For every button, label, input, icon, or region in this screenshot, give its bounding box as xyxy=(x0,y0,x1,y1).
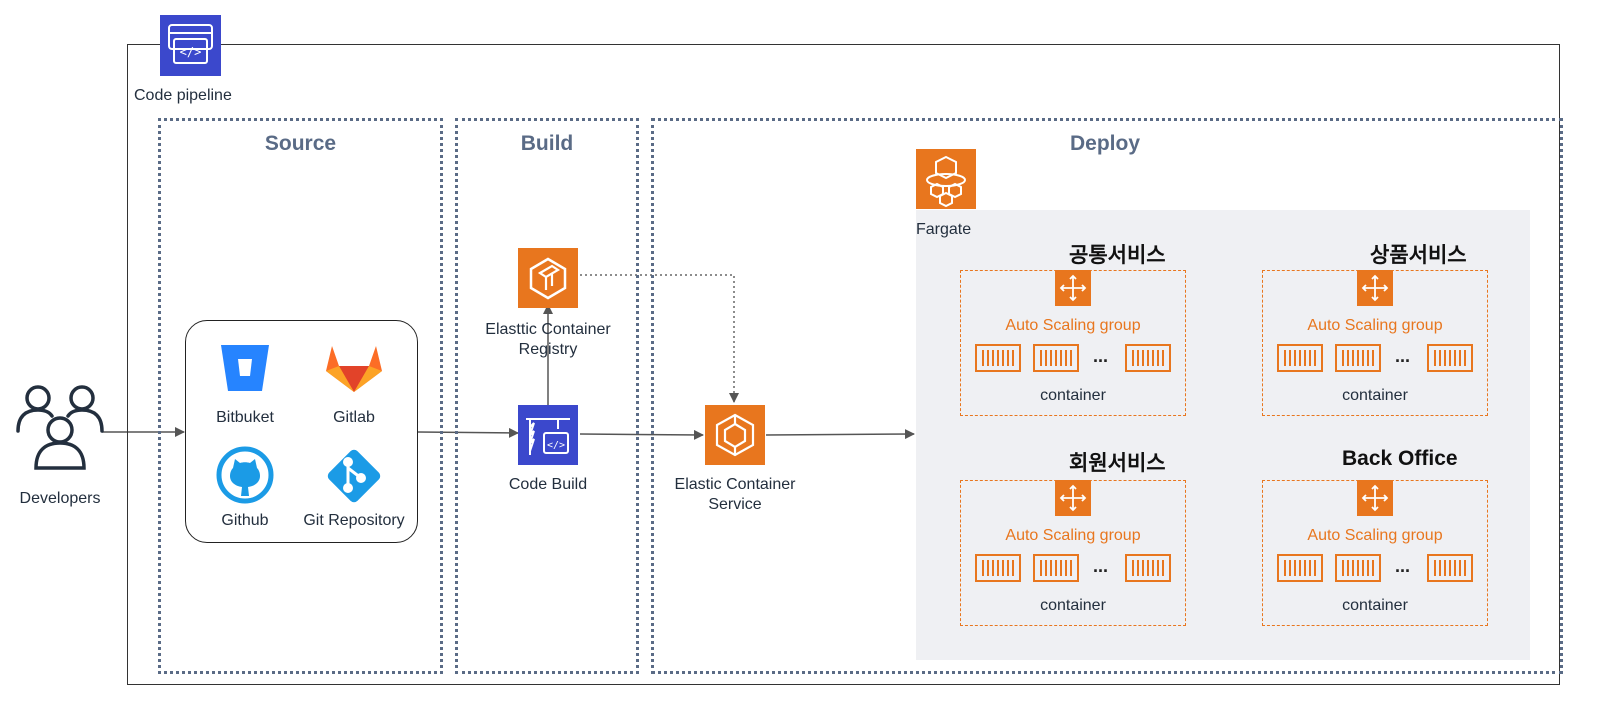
codebuild-label: Code Build xyxy=(508,476,588,493)
container-icon xyxy=(1033,344,1079,372)
deploy-stage-title: Deploy xyxy=(1069,132,1140,155)
developers-icon xyxy=(14,382,106,478)
more-containers-dots: ... xyxy=(1395,556,1411,576)
container-label: container xyxy=(1342,597,1408,614)
git-repository-label: Git Repository xyxy=(303,512,405,529)
ecs-label-line1: Elastic Container xyxy=(674,476,796,493)
source-stage xyxy=(158,118,443,674)
code-pipeline-label: Code pipeline xyxy=(134,87,232,104)
ecr-label-line2: Registry xyxy=(518,341,578,358)
deploy-stage xyxy=(651,118,1563,674)
build-stage-title: Build xyxy=(520,132,574,155)
auto-scaling-icon xyxy=(1055,480,1091,516)
code-pipeline-frame xyxy=(127,44,1560,685)
codebuild-to-ecs-arrow xyxy=(579,429,704,440)
asg-label: Auto Scaling group xyxy=(1307,527,1443,544)
build-stage xyxy=(455,118,639,674)
elastic-container-service-icon xyxy=(705,405,765,465)
auto-scaling-icon xyxy=(1357,270,1393,306)
asg-label: Auto Scaling group xyxy=(1307,317,1443,334)
container-icon xyxy=(1335,554,1381,582)
more-containers-dots: ... xyxy=(1093,556,1109,576)
svg-text:</>: </> xyxy=(547,440,565,451)
container-label: container xyxy=(1040,387,1106,404)
fargate-icon xyxy=(916,149,976,209)
asg-label: Auto Scaling group xyxy=(1005,317,1141,334)
developers-label: Developers xyxy=(19,490,101,507)
container-label: container xyxy=(1040,597,1106,614)
auto-scaling-icon xyxy=(1357,480,1393,516)
container-icon xyxy=(1033,554,1079,582)
container-icon xyxy=(1335,344,1381,372)
git-icon xyxy=(324,446,384,506)
source-stage-title: Source xyxy=(264,132,337,155)
github-label: Github xyxy=(221,512,269,529)
fargate-area xyxy=(916,210,1530,660)
codebuild-icon: </> xyxy=(518,405,578,465)
container-icon xyxy=(1125,554,1171,582)
bitbucket-label: Bitbuket xyxy=(216,409,274,426)
elastic-container-registry-icon xyxy=(518,248,578,308)
more-containers-dots: ... xyxy=(1395,346,1411,366)
container-icon xyxy=(1427,554,1473,582)
registry-to-ecs-dotted-arrow xyxy=(580,274,739,403)
ecs-to-fargate-arrow xyxy=(765,429,915,440)
service-title-product: 상품서비스 xyxy=(1370,244,1467,267)
gitlab-label: Gitlab xyxy=(333,409,375,426)
more-containers-dots: ... xyxy=(1093,346,1109,366)
service-title-member: 회원서비스 xyxy=(1069,452,1166,475)
svg-text:</>: </> xyxy=(180,45,202,59)
auto-scaling-icon xyxy=(1055,270,1091,306)
service-title-common: 공통서비스 xyxy=(1069,244,1166,267)
github-icon xyxy=(216,446,274,504)
container-icon xyxy=(1277,344,1323,372)
ecs-label-line2: Service xyxy=(708,496,762,513)
container-label: container xyxy=(1342,387,1408,404)
container-icon xyxy=(1125,344,1171,372)
code-pipeline-icon: </> xyxy=(160,15,221,76)
bitbucket-icon xyxy=(218,342,272,394)
gitlab-icon xyxy=(324,338,384,394)
container-icon xyxy=(975,554,1021,582)
service-title-back-office: Back Office xyxy=(1342,447,1458,470)
ecr-label-line1: Elasttic Container xyxy=(485,321,611,338)
asg-label: Auto Scaling group xyxy=(1005,527,1141,544)
source-to-build-arrow xyxy=(417,427,519,438)
fargate-label: Fargate xyxy=(916,221,972,238)
container-icon xyxy=(975,344,1021,372)
container-icon xyxy=(1427,344,1473,372)
container-icon xyxy=(1277,554,1323,582)
